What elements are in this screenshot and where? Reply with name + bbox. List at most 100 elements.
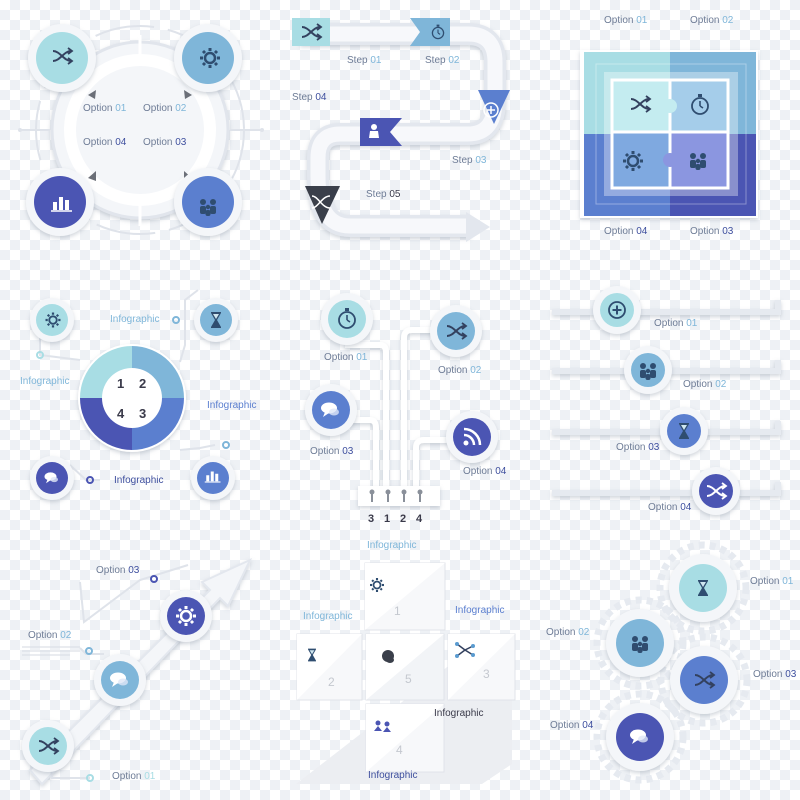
donut-label-2: Infographic bbox=[20, 376, 70, 387]
gear-option-1: Option 01 bbox=[750, 576, 794, 587]
cable-node-4[interactable] bbox=[446, 411, 498, 463]
donut-label-1: Infographic bbox=[110, 314, 160, 325]
wheel-diagram bbox=[18, 24, 264, 236]
step-flag-5[interactable] bbox=[305, 186, 340, 224]
step-label-4: Step 04 bbox=[292, 92, 327, 103]
plug-number-2: 1 bbox=[384, 513, 391, 525]
cable-option-4: Option 04 bbox=[463, 466, 507, 477]
gear-option-2: Option 02 bbox=[546, 627, 590, 638]
fold-square-5[interactable] bbox=[365, 633, 445, 701]
cable-option-2: Option 02 bbox=[438, 365, 482, 376]
puzzle-piece-3[interactable] bbox=[663, 130, 730, 190]
slider-option-2: Option 02 bbox=[683, 379, 727, 390]
gears-diagram bbox=[593, 541, 751, 784]
wheel-node-1[interactable] bbox=[28, 24, 96, 92]
step-label-3: Step 03 bbox=[452, 155, 487, 166]
gear-option-4: Option 04 bbox=[550, 720, 594, 731]
slider-option-3: Option 03 bbox=[616, 442, 660, 453]
donut-node-1[interactable] bbox=[30, 298, 74, 342]
wheel-node-2[interactable] bbox=[174, 24, 242, 92]
gear-node-3[interactable] bbox=[670, 646, 738, 714]
puzzle-piece-2[interactable] bbox=[663, 78, 730, 134]
gear-node-4[interactable] bbox=[606, 703, 674, 771]
donut-label-3: Infographic bbox=[207, 400, 257, 411]
arrow-option-3: Option 03 bbox=[96, 565, 140, 576]
step-flag-1[interactable] bbox=[292, 18, 330, 46]
fold-square-1[interactable] bbox=[364, 562, 446, 631]
donut-node-2[interactable] bbox=[194, 298, 238, 342]
fold-number-5: 5 bbox=[405, 672, 412, 686]
fold-number-4: 4 bbox=[396, 743, 403, 757]
gear-option-3: Option 03 bbox=[753, 669, 797, 680]
plug-number-3: 2 bbox=[400, 513, 407, 525]
fold-label-1: Infographic bbox=[367, 540, 417, 551]
step-label-2: Step 02 bbox=[425, 55, 460, 66]
wheel-option-4: Option 04 bbox=[83, 137, 127, 148]
puzzle-option-3: Option 03 bbox=[690, 226, 734, 237]
wheel-option-3: Option 03 bbox=[143, 137, 187, 148]
cables-diagram bbox=[305, 293, 498, 506]
fold-label-3: Infographic bbox=[455, 605, 505, 616]
donut-diagram bbox=[30, 289, 238, 500]
fold-label-2: Infographic bbox=[303, 611, 353, 622]
arrow-node-2[interactable] bbox=[94, 654, 146, 706]
donut-node-4[interactable] bbox=[30, 456, 74, 500]
fold-number-2: 2 bbox=[328, 675, 335, 689]
wheel-option-2: Option 02 bbox=[143, 103, 187, 114]
slider-knob-4[interactable] bbox=[692, 467, 740, 515]
cable-node-1[interactable] bbox=[321, 293, 373, 345]
arrow-node-3[interactable] bbox=[160, 590, 212, 642]
donut-segments bbox=[80, 346, 184, 450]
slider-option-1: Option 01 bbox=[654, 318, 698, 329]
step-flag-3[interactable] bbox=[478, 90, 510, 124]
fold-square-4[interactable] bbox=[365, 703, 445, 773]
donut-label-4: Infographic bbox=[114, 475, 164, 486]
fold-label-5: Infographic bbox=[434, 708, 484, 719]
fold-number-3: 3 bbox=[483, 667, 490, 681]
fold-square-3[interactable] bbox=[447, 633, 516, 701]
slider-option-4: Option 04 bbox=[648, 502, 692, 513]
puzzle-diagram bbox=[580, 50, 758, 218]
growth-arrow-diagram bbox=[22, 557, 253, 786]
wheel-option-1: Option 01 bbox=[83, 103, 127, 114]
donut-number-4: 4 bbox=[117, 406, 125, 421]
folded-squares-diagram bbox=[296, 562, 516, 784]
donut-number-2: 2 bbox=[139, 376, 147, 391]
fold-number-1: 1 bbox=[394, 604, 401, 618]
step-flag-4[interactable] bbox=[360, 118, 402, 146]
cable-node-2[interactable] bbox=[430, 305, 482, 357]
wheel-node-3[interactable] bbox=[174, 168, 242, 236]
sliders-diagram bbox=[552, 286, 781, 515]
gear-node-2[interactable] bbox=[606, 609, 674, 677]
arrow-text-lines bbox=[22, 646, 80, 656]
slider-knob-3[interactable] bbox=[660, 407, 708, 455]
step-label-5: Step 05 bbox=[366, 189, 401, 200]
step-flag-2[interactable] bbox=[410, 18, 450, 46]
step-path-diagram bbox=[292, 18, 510, 242]
step-label-1: Step 01 bbox=[347, 55, 382, 66]
wheel-node-4[interactable] bbox=[26, 168, 94, 236]
puzzle-piece-1[interactable] bbox=[610, 78, 672, 134]
puzzle-option-1: Option 01 bbox=[604, 15, 648, 26]
arrow-node-1[interactable] bbox=[22, 720, 74, 772]
cable-plug bbox=[358, 486, 440, 506]
plug-number-1: 3 bbox=[368, 513, 375, 525]
people-icon bbox=[374, 720, 391, 732]
fold-square-2[interactable] bbox=[296, 633, 363, 701]
plug-number-4: 4 bbox=[416, 513, 423, 525]
puzzle-option-2: Option 02 bbox=[690, 15, 734, 26]
puzzle-piece-4[interactable] bbox=[610, 130, 672, 190]
slider-knob-2[interactable] bbox=[624, 346, 672, 394]
cable-node-3[interactable] bbox=[305, 384, 357, 436]
cable-option-1: Option 01 bbox=[324, 352, 368, 363]
arrow-option-1: Option 01 bbox=[112, 771, 156, 782]
donut-node-3[interactable] bbox=[191, 456, 235, 500]
donut-number-3: 3 bbox=[139, 406, 147, 421]
gear-node-1[interactable] bbox=[669, 554, 737, 622]
donut-number-1: 1 bbox=[117, 376, 125, 391]
slider-knob-1[interactable] bbox=[593, 286, 641, 334]
arrow-option-2: Option 02 bbox=[28, 630, 72, 641]
cable-option-3: Option 03 bbox=[310, 446, 354, 457]
puzzle-option-4: Option 04 bbox=[604, 226, 648, 237]
fold-label-4: Infographic bbox=[368, 770, 418, 781]
